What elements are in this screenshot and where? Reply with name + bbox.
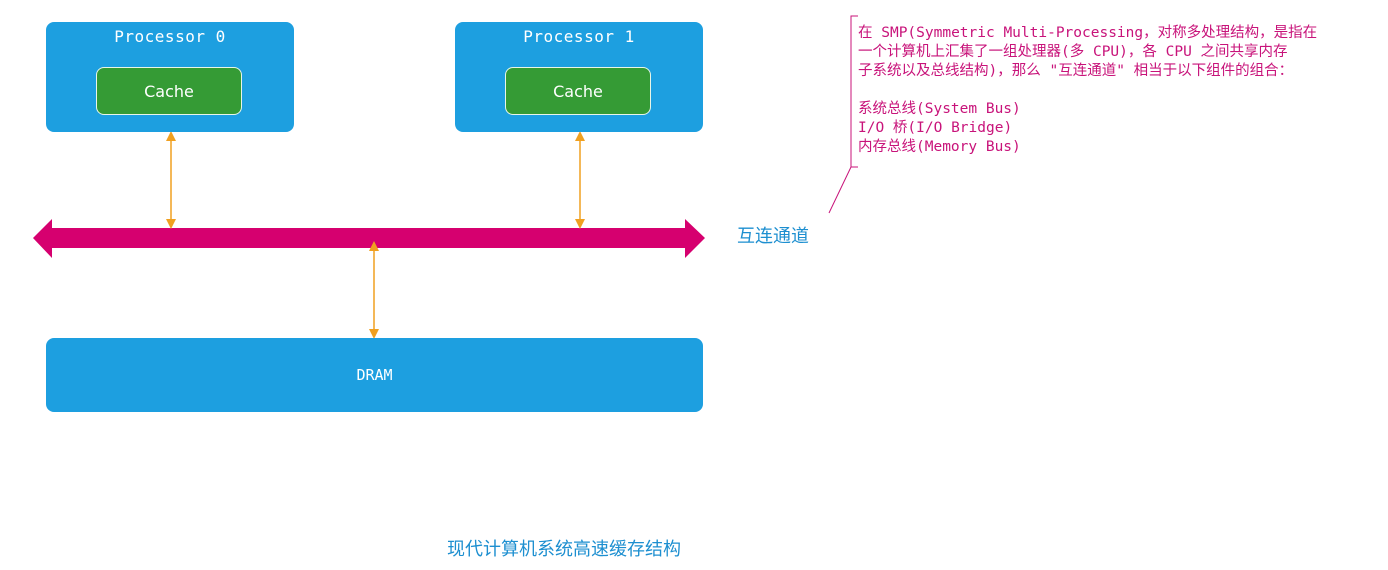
dram-box: DRAM [46, 338, 703, 412]
bus-label: 互连通道 [737, 226, 809, 247]
note-callout-line [828, 166, 852, 214]
note-bracket [850, 15, 858, 168]
processor-0-box: Processor 0 Cache [46, 22, 294, 132]
processor-1-box: Processor 1 Cache [455, 22, 703, 132]
note-item: 内存总线(Memory Bus) [858, 139, 1021, 155]
diagram-caption: 现代计算机系统高速缓存结构 [447, 539, 681, 560]
note-item: 系统总线(System Bus) [858, 101, 1021, 117]
interconnect-bus [33, 219, 705, 258]
note-line: 子系统以及总线结构)，那么 "互连通道" 相当于以下组件的组合： [858, 63, 1294, 79]
processor-1-title: Processor 1 [523, 27, 635, 46]
note-item: I/O 桥(I/O Bridge) [858, 120, 1013, 136]
dram-label: DRAM [356, 366, 393, 384]
processor-1-cache: Cache [505, 67, 651, 115]
note-line: 一个计算机上汇集了一组处理器(多 CPU)，各 CPU 之间共享内存 [858, 44, 1288, 60]
processor-0-title: Processor 0 [114, 27, 226, 46]
smp-note: 在 SMP(Symmetric Multi-Processing，对称多处理结构… [858, 24, 1378, 157]
note-line: 在 SMP(Symmetric Multi-Processing，对称多处理结构… [858, 25, 1318, 41]
processor-0-cache: Cache [96, 67, 242, 115]
